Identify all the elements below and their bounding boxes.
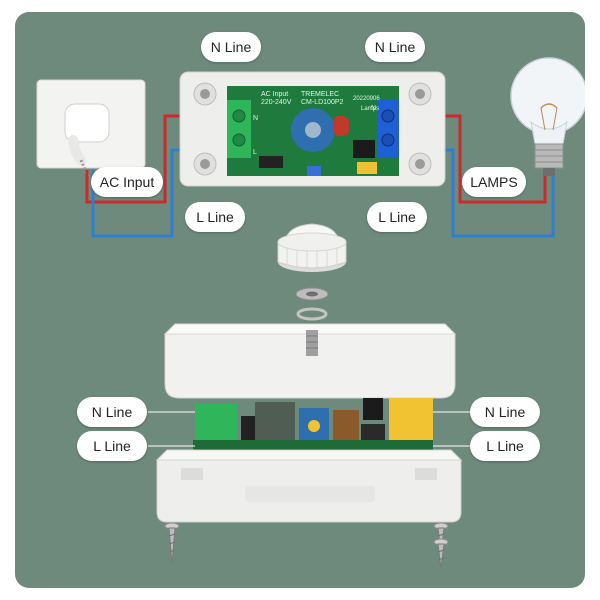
- label-ac-input: AC Input: [91, 167, 163, 197]
- input-terminal: [227, 100, 251, 158]
- board-n-mark-right: N: [371, 105, 376, 112]
- screw-left: [164, 522, 180, 565]
- pcb-side-view: [193, 398, 433, 451]
- wall-socket: [36, 79, 146, 179]
- board-l-mark-left: L: [253, 149, 257, 156]
- board-n-mark-left: N: [253, 115, 258, 122]
- relay: [389, 398, 433, 440]
- label-l-line-left-bottom: L Line: [77, 431, 147, 461]
- label-n-line-right-bottom: N Line: [470, 397, 540, 427]
- label-n-line-left-top: N Line: [201, 32, 261, 62]
- label-l-line-left-top: L Line: [185, 202, 245, 232]
- board-ac-input-text: AC Input: [261, 91, 288, 98]
- light-bulb: [510, 57, 585, 176]
- input-terminal-block: [195, 404, 237, 440]
- board-voltage-text: 220-240V: [261, 99, 292, 106]
- output-terminal: [377, 100, 399, 158]
- enclosure-lid: [163, 323, 457, 399]
- washer: [296, 307, 328, 321]
- screw-right-bottom: [433, 538, 449, 569]
- enclosure-base: [155, 449, 463, 523]
- diagram-panel: AC Input 220-240V TREMELEC CM-LD100P2 20…: [15, 12, 585, 588]
- label-l-line-right-bottom: L Line: [470, 431, 540, 461]
- board-brand-text: TREMELEC: [301, 91, 339, 98]
- hex-nut: [295, 287, 329, 301]
- dimmer-knob: [277, 223, 347, 272]
- board-date-text: 20220906: [353, 96, 380, 102]
- label-n-line-left-bottom: N Line: [77, 397, 147, 427]
- label-l-line-right-top: L Line: [367, 202, 427, 232]
- wiring-diagram: AC Input 220-240V TREMELEC CM-LD100P2 20…: [36, 57, 585, 569]
- board-model-text: CM-LD100P2: [301, 99, 344, 106]
- label-n-line-right-top: N Line: [365, 32, 425, 62]
- board-lamps-text: Lamps: [361, 106, 379, 112]
- dimmer-module-top: AC Input 220-240V TREMELEC CM-LD100P2 20…: [179, 71, 446, 187]
- label-lamps: LAMPS: [462, 167, 526, 197]
